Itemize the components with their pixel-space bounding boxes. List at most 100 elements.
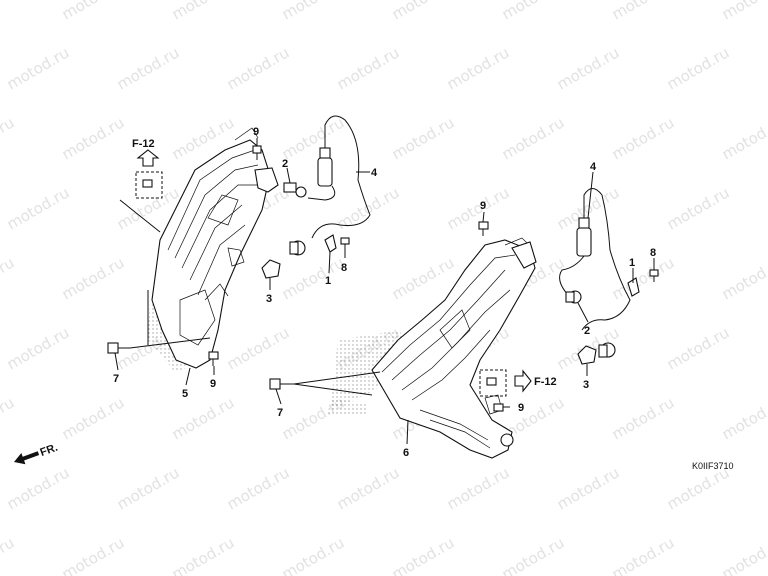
callout-8b: 8 [650, 247, 656, 259]
watermark-text: motod.ru [444, 183, 513, 233]
front-direction-indicator: FR. [14, 442, 60, 465]
callout-9d: 9 [518, 402, 524, 414]
callout-1b: 1 [629, 257, 635, 269]
callout-2a: 2 [282, 158, 288, 170]
watermark-text: motod.ru [4, 463, 73, 513]
ref-arrow-right [514, 369, 532, 393]
callout-7b: 7 [277, 407, 283, 419]
callout-4b: 4 [590, 161, 597, 173]
watermark-text: motod.ru [224, 323, 293, 373]
watermark-text: motod.ru [279, 0, 348, 23]
screw-9-bottom [208, 351, 219, 366]
connector-right [500, 433, 514, 447]
right-turn-signal-assembly [269, 171, 659, 459]
watermark-text: motod.ru [389, 0, 458, 23]
watermark-text: motod.ru [609, 0, 678, 23]
watermark-text: motod.ru [609, 253, 678, 303]
watermark-text: motod.ru [664, 43, 733, 93]
screw-8-left [340, 237, 350, 250]
watermark-text: motod.ru [59, 393, 128, 443]
watermark-text: motod.ru [114, 463, 183, 513]
harness-4-right [559, 188, 631, 358]
clip-f12-left [135, 171, 163, 199]
watermark-text: motod.ru [334, 43, 403, 93]
watermark-text: motod.ru [59, 0, 128, 23]
watermark-text: motod.ru [0, 113, 17, 163]
callout-2b: 2 [584, 325, 590, 337]
watermark-text: motod.ru [169, 0, 238, 23]
watermark-text: motod.ru [224, 43, 293, 93]
watermark-text: motod.ru [334, 463, 403, 513]
bolt-7-right [269, 378, 294, 390]
socket-2-left [283, 182, 307, 198]
bulb-3-right [577, 345, 597, 365]
watermark-text: motod.ru [719, 113, 768, 163]
callout-9b: 9 [210, 378, 216, 390]
callout-9a: 9 [253, 126, 259, 138]
watermark-text: motod.ru [389, 113, 458, 163]
bulb-3-left [261, 259, 281, 279]
watermark-text: motod.ru [4, 323, 73, 373]
front-label: FR. [39, 442, 60, 459]
watermark-text: motod.ru [664, 183, 733, 233]
callout-3a: 3 [266, 293, 272, 305]
callout-5a: 5 [182, 388, 188, 400]
watermark-text: motod.ru [169, 393, 238, 443]
watermark-text: motod.ru [59, 533, 128, 576]
watermark-text: motod.ru [334, 183, 403, 233]
watermark-text: motod.ru [279, 533, 348, 576]
clip-f12-right [479, 369, 507, 397]
watermark-text: motod.ru [664, 323, 733, 373]
watermark-text: motod.ru [389, 253, 458, 303]
watermark-text: motod.ru [0, 253, 17, 303]
callout-7a: 7 [113, 373, 119, 385]
watermark-text: motod.ru [0, 0, 17, 23]
callout-4a: 4 [371, 167, 378, 179]
watermark-text: motod.ru [114, 43, 183, 93]
diagram-code: K0IIF3710 [692, 461, 734, 471]
ref-label-right: F-12 [534, 376, 557, 388]
callout-3b: 3 [583, 379, 589, 391]
watermark-text: motod.ru [719, 533, 768, 576]
watermark-text: motod.ru [719, 253, 768, 303]
watermark-text: motod.ru [719, 0, 768, 23]
harness-4-left [289, 115, 371, 256]
callout-9c: 9 [480, 200, 486, 212]
ref-arrow-left [136, 149, 160, 167]
watermark-text: motod.ru [609, 533, 678, 576]
front-arrow-icon [14, 451, 40, 465]
watermark-text: motod.ru [444, 43, 513, 93]
callout-labels: 9 2 4 8 1 3 7 5 9 9 4 8 1 2 3 7 9 6 F-12… [113, 126, 734, 471]
watermark-text: motod.ru [59, 113, 128, 163]
screw-9-right-lower [493, 403, 510, 412]
bolt-7-left [107, 342, 130, 354]
screw-9-right-top [478, 221, 489, 236]
left-turn-signal-assembly [107, 115, 371, 386]
watermark-text: motod.ru [499, 533, 568, 576]
watermark-text: motod.ru [444, 463, 513, 513]
watermark-text: motod.ru [279, 253, 348, 303]
callout-1a: 1 [325, 275, 331, 287]
watermark-text: motod.ru [4, 43, 73, 93]
watermark-text: motod.ru [499, 113, 568, 163]
watermark-text: motod.ru [0, 533, 17, 576]
watermark-text: motod.ru [0, 393, 17, 443]
watermark-text: motod.ru [554, 43, 623, 93]
watermark-text: motod.ru [554, 463, 623, 513]
watermark-text: motod.ru [4, 183, 73, 233]
watermark-text: motod.ru [499, 0, 568, 23]
watermark-text: motod.ru [279, 113, 348, 163]
watermark-text: motod.ru [59, 253, 128, 303]
watermark-text: motod.ru [224, 463, 293, 513]
watermark-text: motod.ru [609, 393, 678, 443]
ref-label-left: F-12 [132, 138, 155, 150]
callout-8a: 8 [341, 262, 347, 274]
clamp-1-left [324, 234, 337, 253]
watermark-text: motod.ru [609, 113, 678, 163]
watermark-text: motod.ru [389, 533, 458, 576]
watermark-text: motod.ru [719, 393, 768, 443]
callout-6: 6 [403, 447, 409, 459]
watermark-text: motod.ru [169, 533, 238, 576]
